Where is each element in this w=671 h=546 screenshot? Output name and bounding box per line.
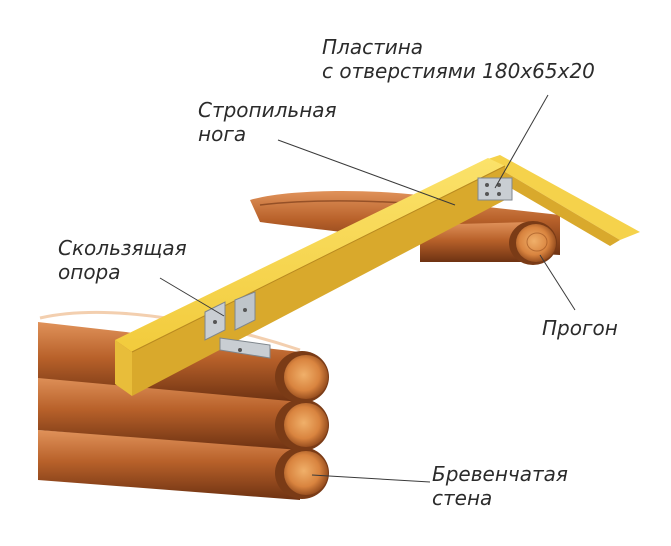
plate-label-line1: Пластина <box>322 35 424 59</box>
log-wall-leader <box>311 474 431 483</box>
purlin <box>420 221 557 265</box>
plate-label: Пластина с отверстиями 180x65x20 <box>322 35 595 83</box>
ridge-plate <box>477 177 513 201</box>
leader-lines <box>159 94 576 483</box>
log-wall <box>38 311 329 500</box>
sliding-support-label-line1: Скользящая <box>58 236 187 260</box>
sliding-support <box>204 291 271 359</box>
right-rafter <box>480 155 640 246</box>
log-wall-label-line2: стена <box>432 486 493 510</box>
purlin-label-line1: Прогон <box>542 316 618 340</box>
rafter-label: Стропильная нога <box>198 98 337 146</box>
sliding-support-leader <box>159 277 225 317</box>
plate-label-line2: с отверстиями 180x65x20 <box>322 59 595 83</box>
purlin-label: Прогон <box>542 316 618 340</box>
plate-leader <box>494 94 549 189</box>
rafter-label-line2: нога <box>198 122 247 146</box>
sliding-support-label: Скользящая опора <box>58 236 187 284</box>
log-wall-label-line1: Бревенчатая <box>432 462 568 486</box>
rafter-leader <box>277 139 456 206</box>
purlin-leader <box>539 254 576 311</box>
rafter-label-line1: Стропильная <box>198 98 337 122</box>
sliding-support-label-line2: опора <box>58 260 121 284</box>
log-wall-label: Бревенчатая стена <box>432 462 568 510</box>
